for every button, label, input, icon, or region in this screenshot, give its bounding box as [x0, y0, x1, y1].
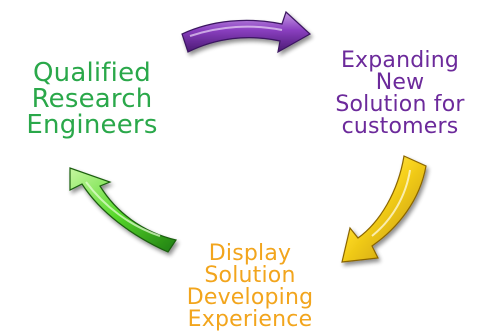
- node-line: Qualified: [32, 58, 151, 88]
- node-display-solution-experience: Display Solution Developing Experience: [160, 243, 340, 331]
- node-line: Experience: [187, 307, 313, 332]
- green-arrow: [69, 167, 177, 253]
- node-line: Expanding: [340, 48, 460, 73]
- yellow-arrow: [341, 155, 427, 263]
- node-line: Research: [31, 84, 153, 114]
- node-line: Display: [208, 241, 292, 266]
- node-line: Engineers: [26, 110, 158, 140]
- node-line: New: [375, 70, 425, 95]
- node-line: Developing: [186, 285, 314, 310]
- node-line: customers: [341, 114, 459, 139]
- node-line: Solution for: [335, 92, 465, 117]
- node-qualified-research-engineers: Qualified Research Engineers: [12, 60, 172, 138]
- node-line: Solution: [204, 263, 296, 288]
- purple-arrow: [181, 10, 312, 54]
- node-expanding-new-solution: Expanding New Solution for customers: [305, 50, 495, 138]
